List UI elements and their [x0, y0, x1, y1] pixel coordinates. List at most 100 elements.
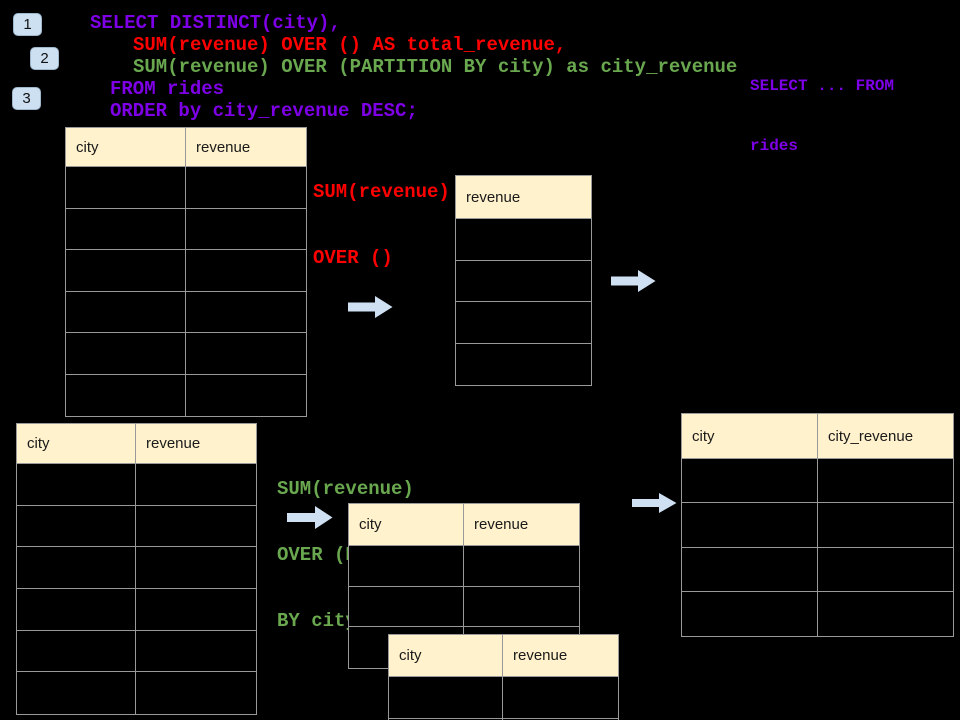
table-row — [389, 718, 618, 720]
table-cell-empty — [464, 586, 579, 628]
step-badge-3: 3 — [12, 87, 41, 110]
sql-line-sum-over: SUM(revenue) OVER () AS total_revenue, — [133, 34, 567, 56]
column-header-city: city — [682, 414, 818, 459]
table-cell-empty — [818, 591, 953, 636]
table-row — [66, 208, 306, 250]
column-header-city: city — [66, 128, 186, 167]
table-row — [682, 547, 953, 592]
table-cell-empty — [464, 546, 579, 587]
table-row — [349, 546, 579, 587]
table-cell-empty — [136, 547, 256, 590]
table-body — [682, 459, 953, 636]
table-row — [17, 547, 256, 590]
table-cell-empty — [456, 343, 591, 385]
table-cell-empty — [17, 505, 136, 548]
table-source-top: city revenue — [65, 127, 307, 417]
sql-line-select: SELECT DISTINCT(city), — [90, 12, 341, 34]
table-row — [456, 302, 591, 344]
column-header-city: city — [17, 424, 136, 464]
table-row — [66, 250, 306, 292]
side-note-select-from-rides: SELECT ... FROM rides — [750, 36, 894, 176]
table-cell-empty — [17, 547, 136, 590]
table-row — [17, 630, 256, 673]
column-header-city: city — [349, 504, 464, 546]
table-cell-empty — [682, 503, 818, 548]
table-row — [349, 586, 579, 628]
table-cell-empty — [349, 586, 464, 628]
table-cell-empty — [503, 718, 618, 720]
table-cell-empty — [818, 503, 953, 548]
side-note-line: SELECT ... FROM — [750, 77, 895, 95]
table-cell-empty — [66, 167, 186, 209]
table-row — [456, 219, 591, 261]
table-cell-empty — [66, 291, 186, 333]
table-row — [66, 167, 306, 209]
column-header-revenue: revenue — [456, 176, 591, 219]
table-body — [389, 677, 618, 720]
table-header-row: city revenue — [389, 635, 618, 677]
table-cell-empty — [456, 219, 591, 261]
column-header-city: city — [389, 635, 503, 677]
table-cell-empty — [66, 208, 186, 250]
table-row — [682, 459, 953, 504]
table-cell-empty — [186, 208, 306, 250]
table-header-row: city revenue — [66, 128, 306, 167]
column-header-revenue: revenue — [186, 128, 306, 167]
table-cell-empty — [682, 459, 818, 504]
table-cell-empty — [136, 505, 256, 548]
step-badge-2: 2 — [30, 47, 59, 70]
table-cell-empty — [389, 677, 503, 719]
side-note-line: rides — [750, 137, 799, 155]
table-cell-empty — [136, 589, 256, 631]
table-cell-empty — [17, 589, 136, 631]
column-header-revenue: revenue — [464, 504, 579, 546]
table-row — [456, 260, 591, 302]
table-row — [17, 464, 256, 506]
table-cell-empty — [456, 302, 591, 344]
table-header-row: city revenue — [349, 504, 579, 546]
table-cell-empty — [66, 374, 186, 416]
arrow-right-icon — [348, 296, 393, 318]
table-cell-empty — [186, 374, 306, 416]
table-row — [456, 343, 591, 385]
arrow-right-icon — [611, 270, 656, 292]
table-cell-empty — [17, 672, 136, 715]
label-line: OVER () — [313, 247, 393, 269]
table-row — [66, 333, 306, 375]
table-cell-empty — [186, 291, 306, 333]
table-cell-empty — [818, 547, 953, 592]
table-row — [17, 589, 256, 631]
arrow-right-icon — [632, 493, 677, 513]
table-row — [17, 505, 256, 548]
sql-line-from: FROM rides — [110, 78, 225, 100]
table-cell-empty — [186, 250, 306, 292]
table-cell-empty — [17, 630, 136, 673]
sql-line-sum-partition: SUM(revenue) OVER (PARTITION BY city) as… — [133, 56, 738, 78]
table-header-row: revenue — [456, 176, 591, 219]
table-total-revenue: revenue — [455, 175, 592, 386]
table-cell-empty — [66, 333, 186, 375]
label-line: SUM(revenue) — [313, 181, 450, 203]
table-cell-empty — [136, 630, 256, 673]
table-cell-empty — [186, 167, 306, 209]
table-cell-empty — [66, 250, 186, 292]
table-cell-empty — [186, 333, 306, 375]
table-result-city-revenue: city city_revenue — [681, 413, 954, 637]
table-row — [682, 591, 953, 636]
table-body — [66, 167, 306, 416]
table-cell-empty — [17, 464, 136, 506]
table-row — [389, 677, 618, 719]
table-source-bottom: city revenue — [16, 423, 257, 716]
table-partition-overlap: city revenue — [388, 634, 619, 720]
table-cell-empty — [349, 546, 464, 587]
table-header-row: city revenue — [17, 424, 256, 464]
table-cell-empty — [818, 459, 953, 504]
table-header-row: city city_revenue — [682, 414, 953, 459]
column-header-city-revenue: city_revenue — [818, 414, 953, 459]
table-cell-empty — [682, 591, 818, 636]
step-badge-1: 1 — [13, 13, 42, 36]
table-cell-empty — [682, 547, 818, 592]
sql-line-order: ORDER by city_revenue DESC; — [110, 100, 418, 122]
column-header-revenue: revenue — [136, 424, 256, 464]
